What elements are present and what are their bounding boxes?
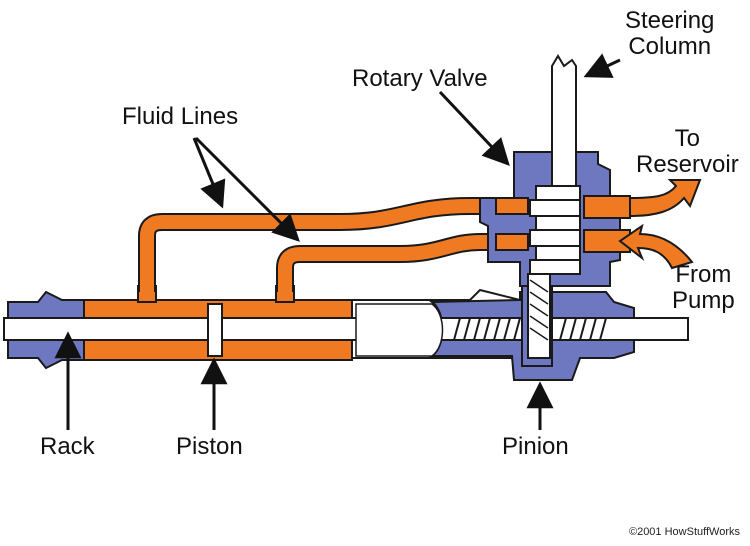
from-pump-arrow — [618, 223, 694, 270]
label-pinion: Pinion — [502, 433, 569, 460]
label-from-pump-line2: Pump — [672, 287, 735, 314]
label-piston: Piston — [176, 433, 243, 460]
steering-column-shaft — [551, 54, 577, 187]
piston — [207, 303, 223, 357]
label-to-reservoir-line1: To — [674, 125, 701, 152]
to-reservoir-arrow — [629, 179, 702, 218]
label-steering-column-line1: Steering — [625, 7, 715, 34]
label-from-pump-line1: From — [675, 261, 732, 288]
label-from-pump: From Pump — [672, 262, 735, 314]
label-to-reservoir: To Reservoir — [636, 126, 739, 178]
label-to-reservoir-line2: Reservoir — [636, 151, 739, 178]
label-rack: Rack — [40, 433, 95, 460]
label-steering-column: Steering Column — [625, 8, 714, 60]
label-rotary-valve: Rotary Valve — [352, 65, 488, 92]
valve-spool — [529, 185, 581, 275]
copyright-credit: ©2001 HowStuffWorks — [628, 526, 740, 538]
label-steering-column-line2: Column — [628, 33, 712, 60]
label-fluid-lines: Fluid Lines — [122, 103, 239, 130]
fluid-lines — [138, 197, 492, 292]
rack-bar — [3, 317, 689, 341]
rack-teeth — [453, 317, 607, 341]
